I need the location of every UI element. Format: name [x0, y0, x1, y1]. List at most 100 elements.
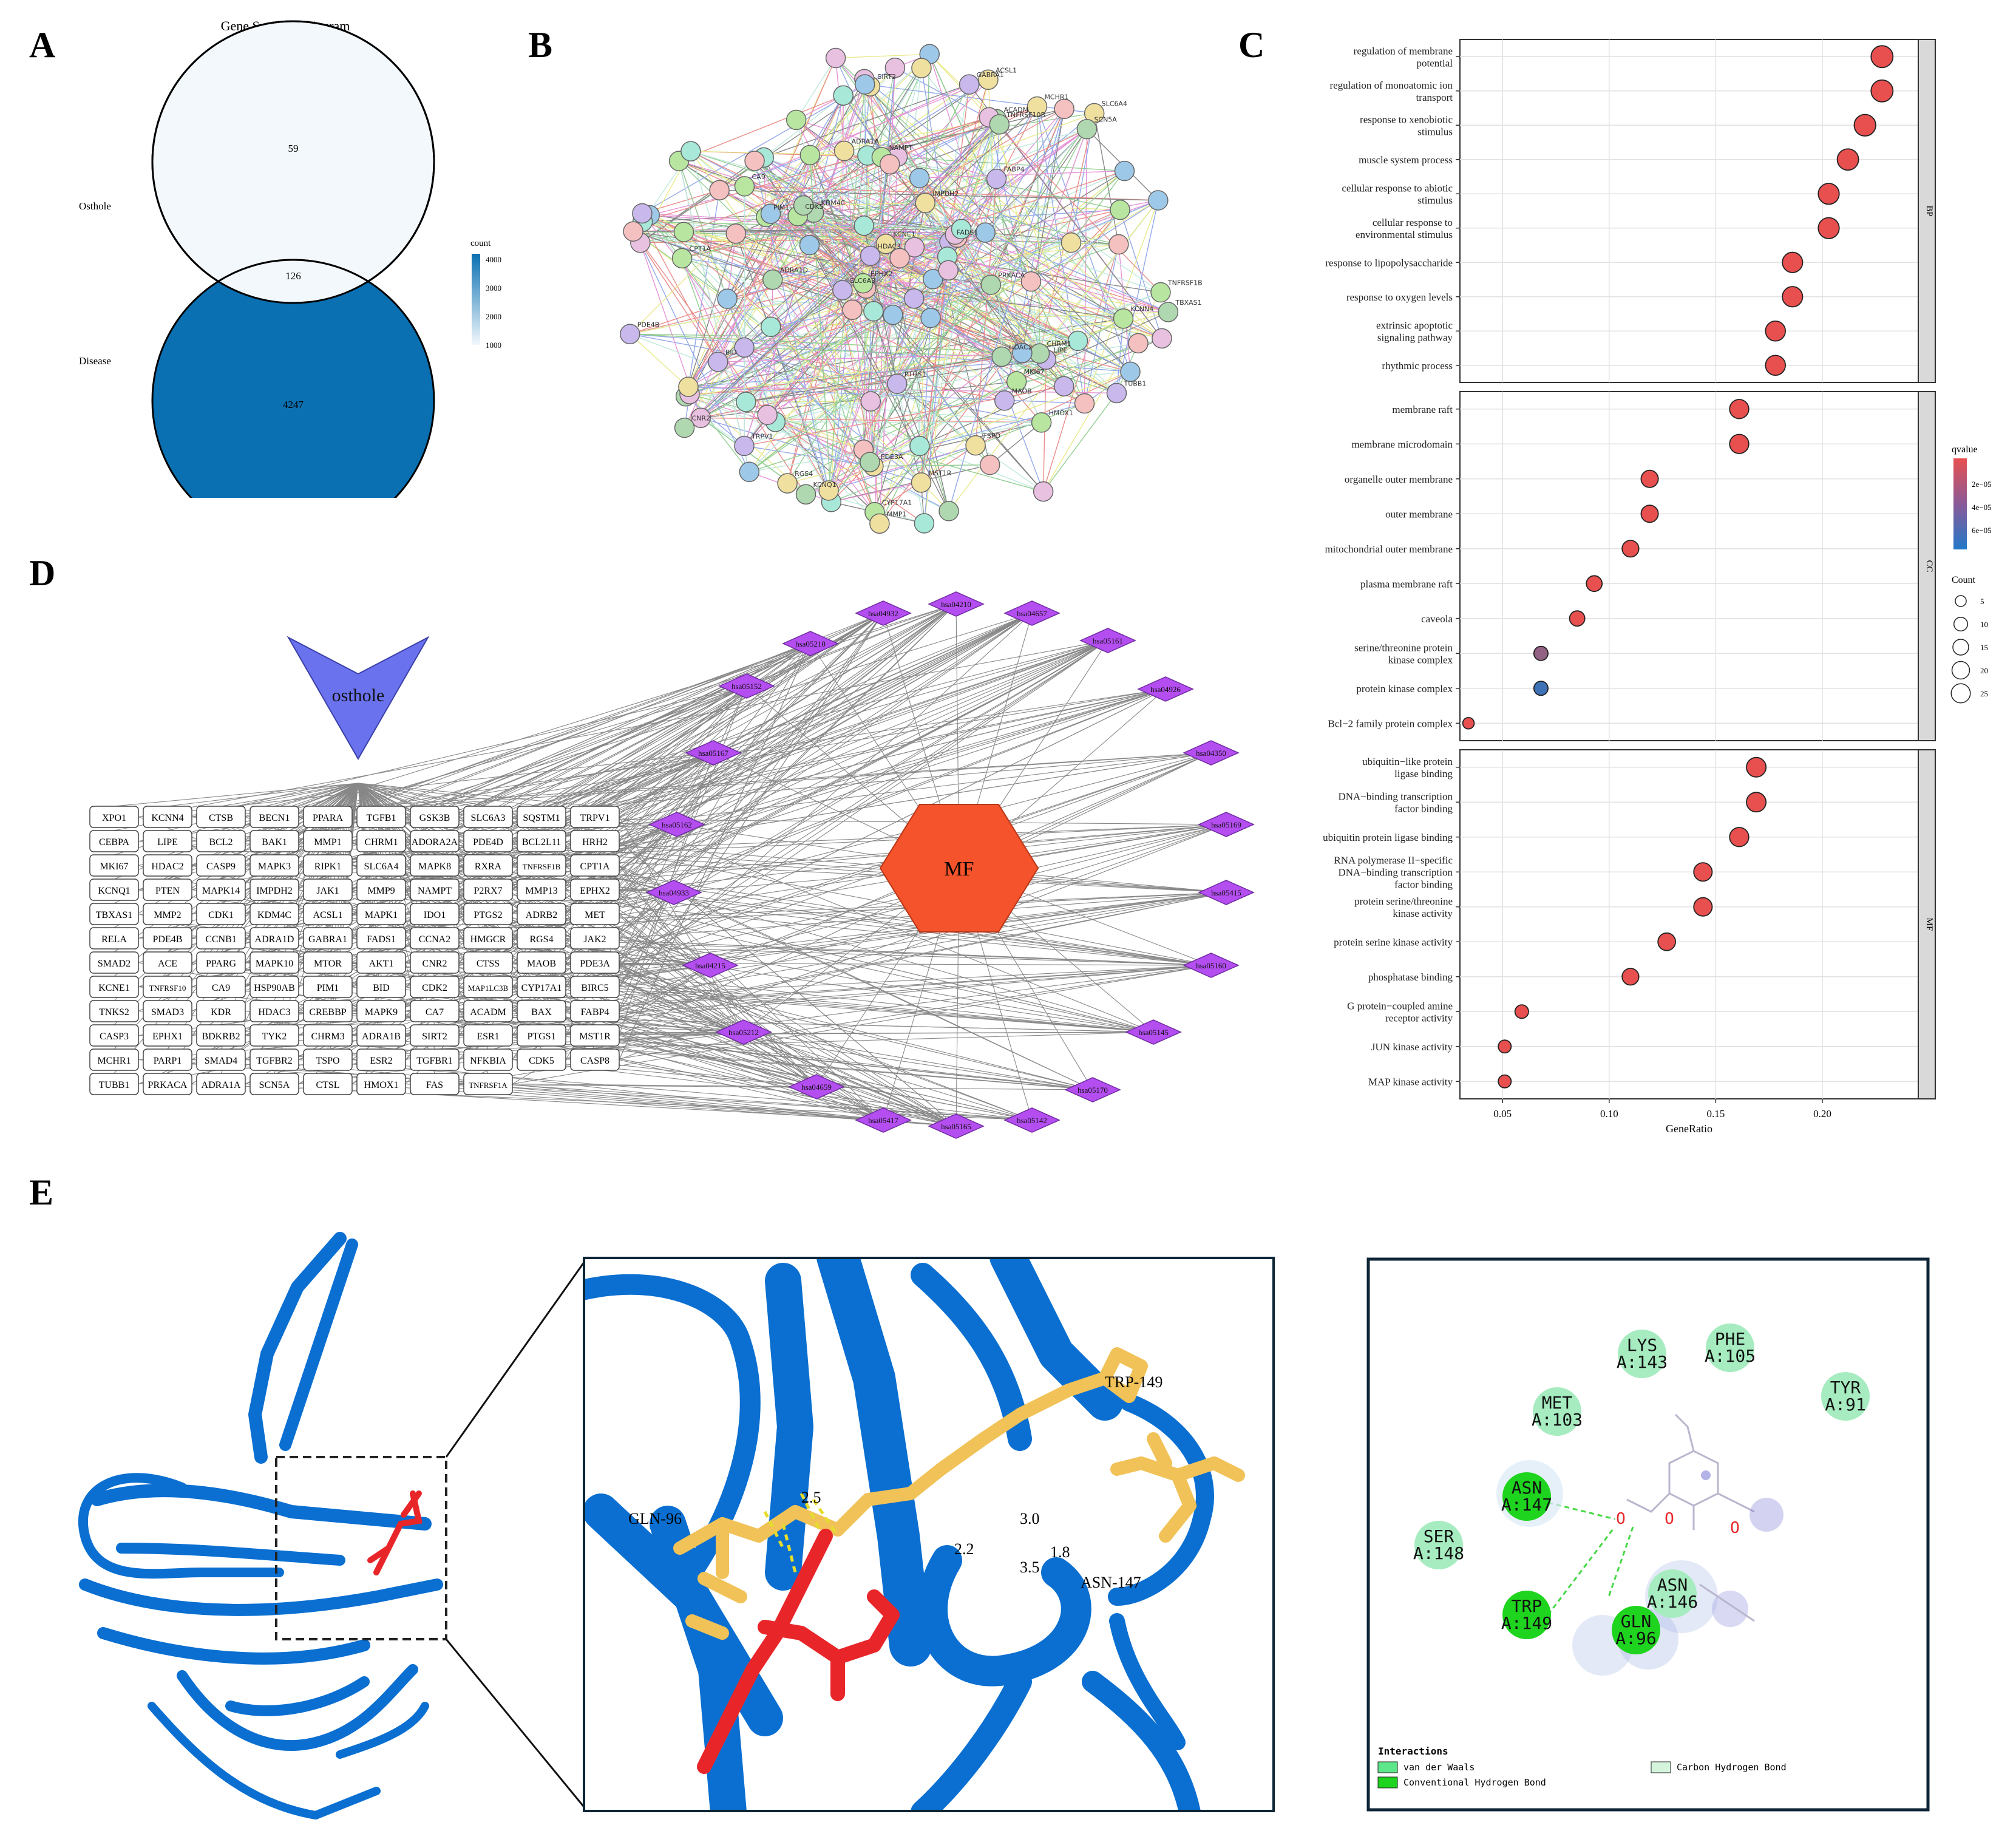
ppi-edge	[689, 129, 1087, 395]
gene-label: RGS4	[529, 934, 553, 945]
pathway-node	[715, 1019, 772, 1045]
gene-label: CDK2	[422, 983, 447, 993]
gene-node	[410, 1000, 460, 1022]
go-term-label: stimulus	[1417, 126, 1453, 137]
go-term-label: plasma membrane raft	[1360, 578, 1453, 590]
ppi-edge	[921, 400, 1005, 483]
ppi-edge	[744, 124, 1000, 348]
legend-chbond: Carbon Hydrogen Bond	[1677, 1762, 1787, 1773]
ppi-node-label: FABP4	[1004, 166, 1025, 174]
gene-label: RELA	[101, 934, 127, 945]
svg-text:2e−05: 2e−05	[1972, 480, 1992, 489]
gene-node	[249, 903, 299, 925]
ppi-node	[863, 301, 884, 322]
go-term-label: protein kinase complex	[1356, 683, 1453, 695]
ppi-edge	[770, 53, 930, 327]
gene-node	[356, 976, 406, 998]
gene-node	[143, 903, 192, 925]
residue-ser-148-id: A:148	[1413, 1543, 1464, 1563]
ppi-edge	[919, 170, 1125, 178]
gene-label: CDK1	[208, 910, 234, 920]
venn-legend-title: count	[470, 239, 491, 248]
gene-label: MAPK14	[202, 886, 240, 896]
ppi-edge	[897, 108, 1065, 384]
pathway-label: hsa04932	[868, 609, 898, 618]
ppi-edge	[681, 258, 747, 403]
go-dot	[1853, 114, 1876, 137]
ppi-edge	[864, 84, 1162, 339]
ppi-edge	[798, 216, 1124, 319]
ppi-node	[1027, 96, 1048, 117]
distance-label: 1.8	[1050, 1543, 1070, 1561]
gene-node	[89, 1073, 139, 1095]
ppi-edge	[1118, 244, 1131, 372]
gene-node	[196, 830, 246, 852]
ppi-node	[1076, 118, 1098, 140]
gene-label: LIPE	[157, 837, 178, 848]
ppi-edge	[727, 202, 926, 299]
go-term-label: kinase complex	[1388, 654, 1453, 665]
ppi-node	[708, 352, 728, 372]
gene-node	[410, 1073, 460, 1095]
ppi-edge	[630, 333, 1022, 354]
gene-label: MTOR	[314, 959, 342, 969]
go-term-label: factor binding	[1394, 878, 1453, 890]
gene-label: SLC6A4	[364, 861, 399, 872]
gene-node	[410, 878, 460, 901]
ppi-edge	[719, 79, 989, 191]
ppi-edge	[688, 232, 986, 387]
gene-node	[463, 854, 513, 877]
ppi-node	[709, 180, 730, 200]
pathway-label: hsa05165	[941, 1122, 971, 1131]
ppi-node	[986, 168, 1007, 189]
ppi-node-label: EPHX2	[871, 270, 892, 278]
go-dot	[1586, 575, 1603, 593]
ppi-node-label: KCNE1	[893, 231, 915, 239]
gene-node	[143, 1048, 192, 1071]
go-term-label: factor binding	[1394, 803, 1453, 814]
ppi-node	[1106, 382, 1127, 404]
ppi-node-label: SIRT2	[877, 73, 896, 81]
gene-node	[356, 1024, 406, 1047]
gene-node	[143, 927, 192, 950]
gene-label: ESR2	[370, 1056, 392, 1066]
ppi-node-label: ACADM	[1004, 106, 1029, 114]
gene-label: SMAD2	[98, 959, 131, 969]
panel-label-c: C	[1238, 25, 1265, 65]
ppi-edge	[830, 113, 1095, 503]
ppi-edge	[775, 383, 897, 423]
ppi-edge	[770, 129, 1087, 214]
go-term-label: ubiquitin−like protein	[1362, 756, 1453, 767]
gene-label: TGFBR1	[416, 1056, 453, 1066]
ppi-edge	[874, 446, 920, 513]
ppi-edge	[770, 79, 989, 214]
gene-node	[89, 1048, 139, 1071]
ppi-node	[762, 269, 783, 290]
ppi-edge	[869, 422, 1042, 463]
ppi-node-label: SCN5A	[1094, 116, 1117, 124]
residue-gln-96: GLN	[1621, 1611, 1652, 1631]
ppi-node	[739, 461, 760, 483]
pathway-label: hsa05142	[1017, 1116, 1047, 1125]
ppi-edge	[727, 155, 810, 299]
ppi-node-label: PDE4B	[637, 321, 660, 328]
ppi-node-label: IMPDH2	[932, 189, 959, 197]
ppi-node-label: FADS1	[957, 229, 978, 237]
gene-label: PRKACA	[148, 1080, 188, 1090]
gene-label: HRH2	[582, 837, 608, 848]
gene-node	[517, 806, 566, 828]
ppi-edge	[735, 233, 875, 512]
go-term-label: JUN kinase activity	[1371, 1041, 1453, 1053]
ppi-edge	[684, 106, 1037, 429]
ppi-node	[674, 417, 695, 438]
go-term-label: extrinsic apoptotic	[1376, 319, 1453, 331]
gene-label: PDE3A	[580, 959, 610, 969]
ppi-edge	[688, 233, 736, 387]
ppi-node	[869, 513, 890, 534]
gene-label: EPHX2	[580, 886, 610, 896]
ppi-node	[799, 234, 820, 256]
go-dot	[1782, 251, 1804, 273]
go-term-label: membrane raft	[1392, 404, 1453, 415]
